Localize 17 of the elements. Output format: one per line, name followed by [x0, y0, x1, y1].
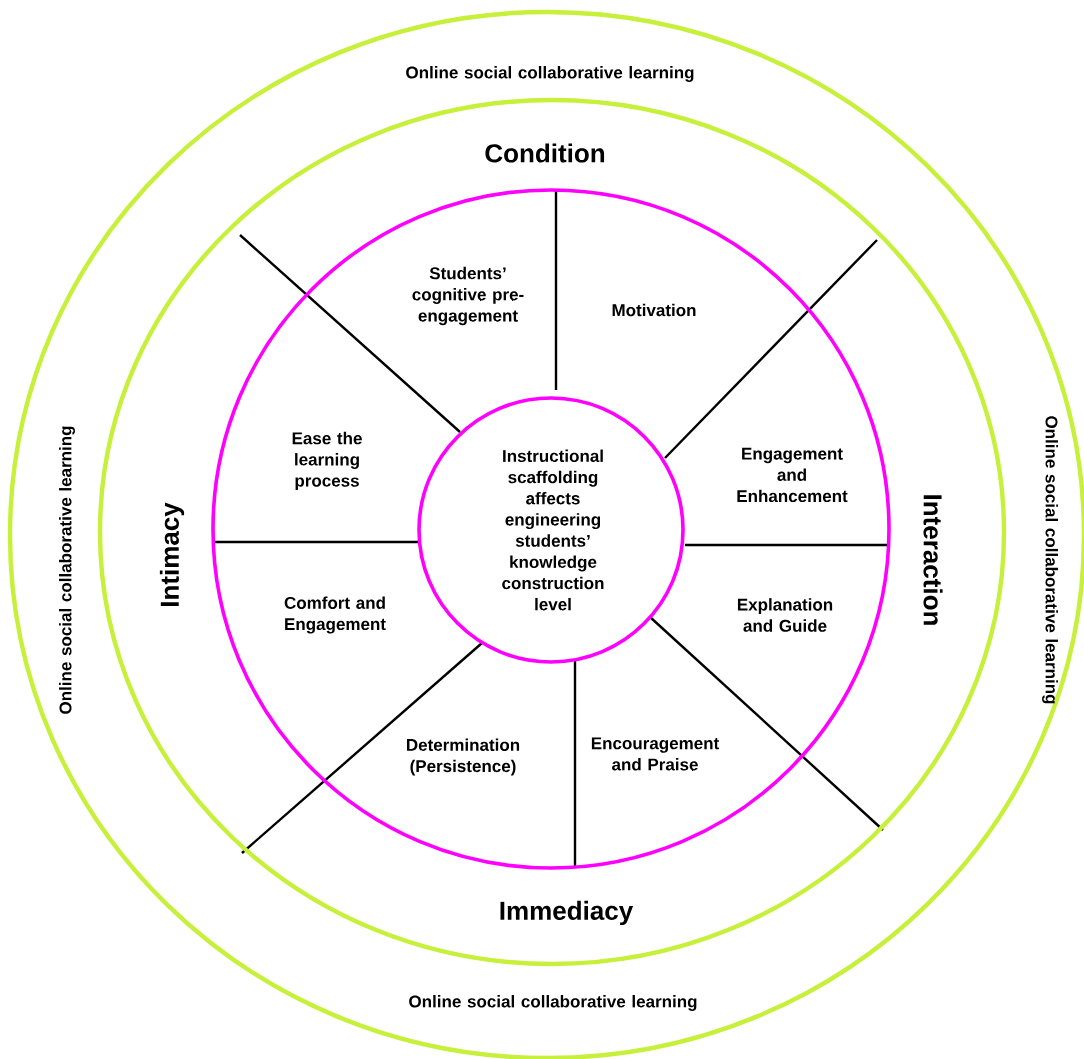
- segment-label: Students’ cognitive pre-engagement: [412, 266, 524, 326]
- ring-label: Online social collaborative learning: [59, 426, 75, 714]
- dimension-heading: Immediacy: [500, 900, 634, 926]
- ring-label: Online social collaborative learning: [1042, 416, 1058, 704]
- segment-label: Engagement and Enhancement: [737, 447, 848, 503]
- segment-label: Determination (Persistence): [407, 738, 520, 776]
- segment-label: Ease the learning process: [292, 431, 362, 491]
- dimension-heading: Condition: [485, 143, 605, 163]
- segment-label: Comfort and Engagement: [284, 596, 386, 634]
- center-text: Instructional scaffolding affects engineering students’ knowledge construction level: [502, 449, 604, 611]
- dimension-heading: Intimacy: [159, 502, 185, 606]
- segment-label: Explanation and Guide: [737, 598, 833, 632]
- dimension-heading: Interaction: [923, 495, 943, 625]
- ring-label: Online social collaborative learning: [406, 66, 694, 82]
- ring-label: Online social collaborative learning: [409, 995, 697, 1011]
- segment-label: Motivation: [612, 303, 696, 317]
- segment-label: Encouragement and Praise: [591, 737, 720, 771]
